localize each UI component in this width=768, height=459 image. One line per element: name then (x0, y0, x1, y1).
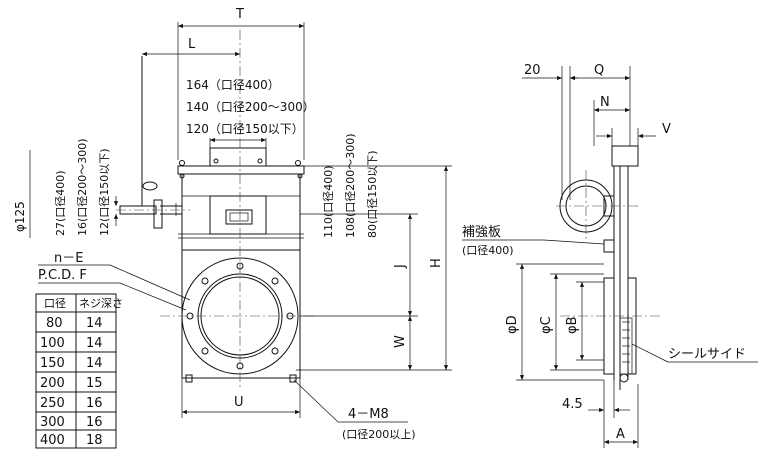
table-cell: 200 (40, 376, 65, 391)
sight-window (225, 209, 253, 225)
table-cell: 150 (40, 356, 65, 371)
actuator-housing (181, 173, 301, 251)
dim-T: T (235, 7, 244, 22)
table-cell: 80 (46, 316, 63, 331)
dim-4-5: 4.5 (562, 397, 583, 412)
table-cell: 100 (40, 336, 65, 351)
table-cell: 14 (86, 316, 103, 331)
actuator-top (209, 147, 267, 167)
note-110: 110(口径400) (322, 165, 335, 238)
callouts-left: n－E P.C.D. F (38, 251, 191, 311)
table-cell: 18 (86, 433, 103, 448)
dim-phiB: φB (565, 317, 580, 335)
dim-left: φ125 27(口径400) 16(口径200～300) 12(口径150以下) (13, 138, 119, 238)
dim-U: U (234, 395, 244, 410)
table-cell: 400 (40, 433, 65, 448)
side-actuator-top (611, 145, 639, 167)
note-m8-sub: (口径200以上) (342, 428, 416, 441)
dim-side: 20 Q N V φD φC φB 4.5 A (505, 63, 671, 448)
table-cell: 16 (86, 396, 103, 411)
dim-20: 20 (524, 63, 541, 78)
table-cell: 14 (86, 336, 103, 351)
dim-Q: Q (594, 63, 604, 78)
dim-V: V (662, 122, 671, 137)
note-pcd: P.C.D. F (38, 268, 87, 283)
note-108: 108(口径200～300) (344, 133, 357, 238)
note-12: 12(口径150以下) (98, 148, 111, 236)
table-header: 口径 (44, 297, 66, 310)
note-140: 140（口径200～300） (186, 100, 315, 114)
note-27: 27(口径400) (54, 170, 67, 236)
top-flange-plate (177, 165, 305, 175)
front-view (116, 30, 316, 390)
dim-right: 110(口径400) 108(口径200～300) 80(口径150以下) H … (296, 133, 452, 371)
callouts-side: 補強板 (口径400) シールサイド (462, 225, 758, 363)
table-cell: 250 (40, 396, 65, 411)
note-nE: n－E (54, 251, 83, 266)
dim-phi125: φ125 (13, 201, 27, 232)
note-120: 120（口径150以下） (186, 122, 304, 136)
table-cell: 14 (86, 356, 103, 371)
dim-W: W (393, 335, 408, 348)
note-plate-sub: (口径400) (462, 244, 514, 257)
table-cell: 300 (40, 415, 65, 430)
table-cell: 16 (86, 415, 103, 430)
dim-bottom: U 4－M8 (口径200以上) (181, 378, 416, 441)
dim-phiC: φC (539, 316, 554, 334)
dim-phiD: φD (505, 315, 520, 334)
dim-A: A (616, 427, 625, 442)
note-164: 164（口径400） (186, 78, 280, 92)
dim-L: L (188, 37, 196, 52)
dim-N: N (600, 95, 610, 110)
dim-H: H (429, 258, 444, 268)
note-m8: 4－M8 (348, 407, 389, 422)
note-80: 80(口径150以下) (366, 150, 379, 238)
side-view (556, 145, 660, 390)
thread-depth-table: 口径 ネジ深さ 80 14 100 14 150 14 200 15 250 1… (35, 293, 123, 449)
reinforcement-plate (603, 239, 615, 253)
table-cell: 15 (86, 376, 103, 391)
table-header: ネジ深さ (79, 297, 123, 310)
note-seal: シールサイド (668, 347, 746, 362)
note-plate: 補強板 (462, 225, 501, 240)
note-16: 16(口径200～300) (76, 138, 89, 236)
dim-top: T L 164（口径400） 140（口径200～300） 120（口径150以… (142, 7, 315, 160)
dim-J: J (393, 264, 408, 269)
